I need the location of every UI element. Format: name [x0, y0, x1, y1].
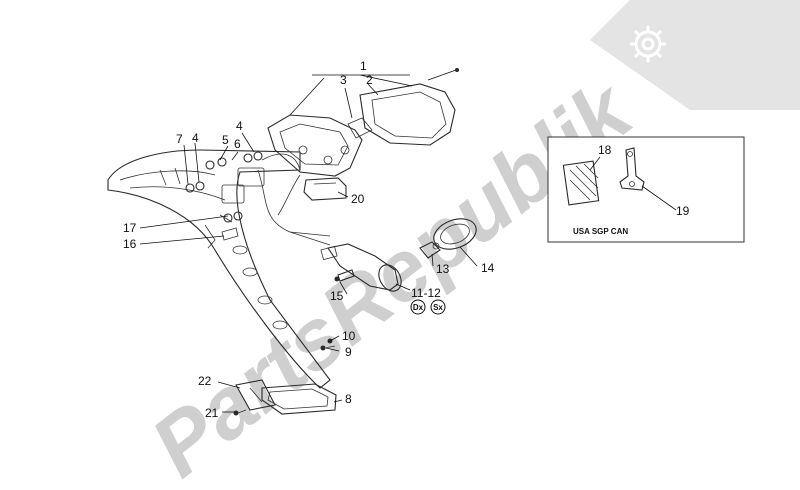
- callout-11-12: 11-12: [411, 286, 441, 300]
- fasteners-lower: [221, 211, 243, 241]
- gear-icon: [590, 0, 800, 110]
- callout-labels: 1 2 3 4 4 5 6 7 8 9 10 11-12 13 14 15 16…: [123, 59, 690, 420]
- indicator-bulb: [419, 241, 441, 259]
- callout-15: 15: [330, 289, 344, 303]
- badge-sx: Sx: [430, 299, 446, 315]
- callout-8: 8: [345, 392, 352, 406]
- callout-1: 1: [360, 59, 367, 73]
- leader-lines: [139, 74, 677, 413]
- inset-box: USA SGP CAN: [547, 136, 745, 243]
- wiring-harness-3: [289, 231, 331, 246]
- callout-13: 13: [436, 262, 450, 276]
- callout-9: 9: [345, 345, 352, 359]
- indicator-lens: [433, 218, 477, 250]
- plate-light: [277, 174, 347, 216]
- callout-10: 10: [342, 329, 356, 343]
- fasteners-upper: [185, 151, 263, 193]
- side-reflector: [562, 160, 600, 206]
- watermark: PartsRepublik: [134, 61, 652, 490]
- tail-light-housing: [267, 114, 363, 177]
- callout-14: 14: [481, 261, 495, 275]
- rear-fender: [107, 149, 331, 389]
- tail-light-lens: [347, 83, 456, 146]
- callout-20: 20: [351, 192, 365, 206]
- callout-4-left: 4: [192, 131, 199, 145]
- connector: [455, 68, 459, 72]
- callout-6: 6: [234, 137, 241, 151]
- callout-5: 5: [222, 133, 229, 147]
- callout-3: 3: [340, 73, 347, 87]
- watermark-text: PartsRepublik: [134, 61, 652, 490]
- callout-19: 19: [676, 204, 690, 218]
- badge-dx: Dx: [410, 299, 426, 315]
- callout-4-upper: 4: [236, 119, 243, 133]
- badge-dx-label: Dx: [413, 303, 424, 312]
- indicator-screw: [334, 269, 355, 282]
- reflector-bracket-inset: [619, 147, 645, 191]
- callout-16: 16: [123, 237, 137, 251]
- license-plate-holder: [261, 383, 337, 415]
- wiring-harness-2: [261, 153, 301, 171]
- inset-caption: USA SGP CAN: [573, 227, 628, 236]
- callout-7: 7: [176, 132, 183, 146]
- callout-2: 2: [366, 73, 373, 87]
- callout-21: 21: [205, 406, 219, 420]
- callout-17: 17: [123, 221, 137, 235]
- turn-indicator-body: [320, 243, 402, 292]
- reflector-bracket: [235, 379, 276, 411]
- tail-light-wire: [427, 69, 457, 81]
- badge-sx-label: Sx: [433, 303, 443, 312]
- wiring-harness: [257, 169, 331, 237]
- callout-18: 18: [598, 143, 612, 157]
- callout-22: 22: [198, 374, 212, 388]
